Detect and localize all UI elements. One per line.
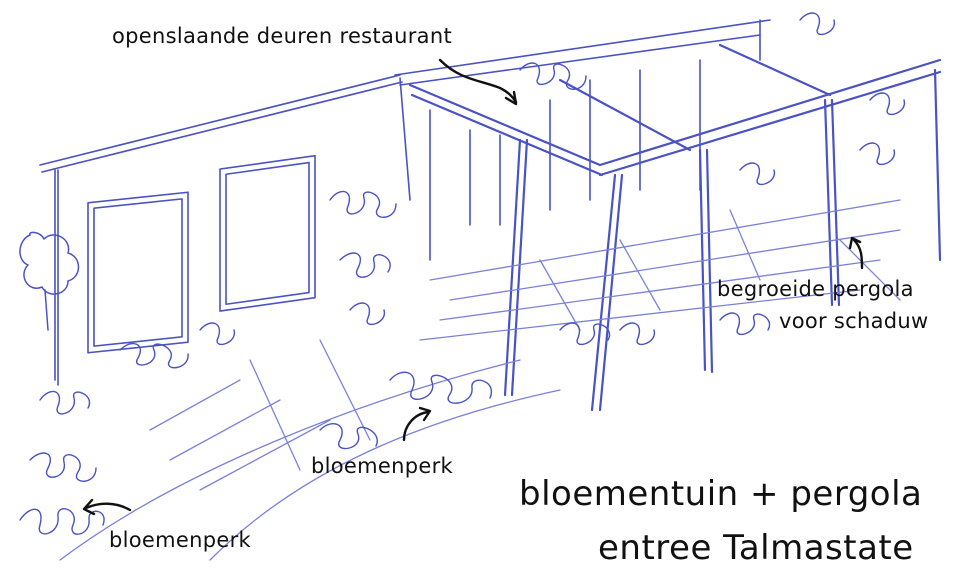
tree: [19, 231, 80, 331]
title-line1: bloementuin + pergola: [519, 474, 923, 514]
label-pergola-line2: voor schaduw: [779, 309, 929, 333]
label-pergola-line1: begroeide pergola: [717, 277, 914, 301]
arrow-flowerbed-center-icon: [402, 406, 432, 442]
arrow-pergola-icon: [848, 236, 864, 270]
flower-scribbles: [19, 12, 905, 535]
restaurant-doors: [394, 19, 771, 261]
arrow-flowerbed-left-icon: [82, 498, 132, 516]
arrow-doors-icon: [438, 58, 518, 106]
label-doors: openslaande deuren restaurant: [112, 24, 452, 48]
pergola: [408, 43, 942, 412]
title-line2: entree Talmastate: [598, 528, 914, 568]
label-flowerbed-left: bloemenperk: [109, 528, 251, 552]
paving: [59, 199, 901, 561]
label-flowerbed-center: bloemenperk: [311, 454, 453, 478]
building-facade: [39, 74, 411, 386]
